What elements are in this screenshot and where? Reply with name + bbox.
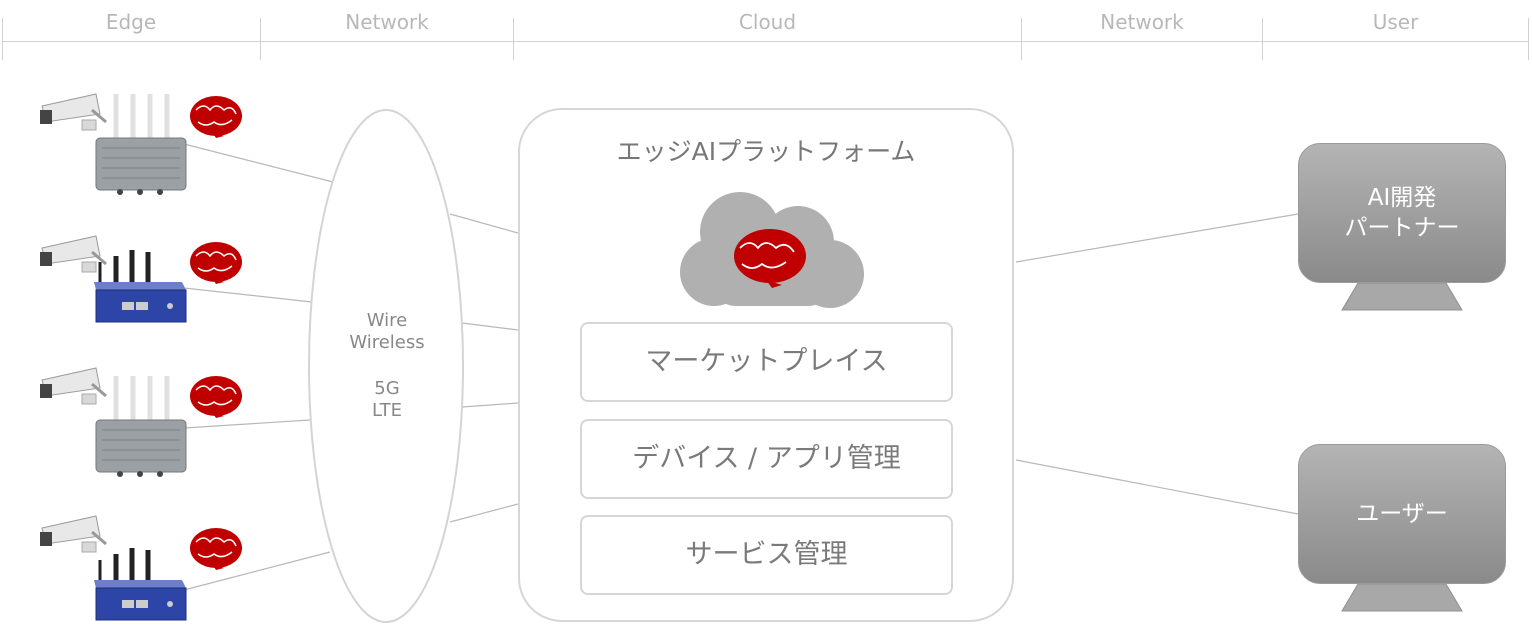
mini-pc-icon (94, 250, 187, 323)
brain-icon (734, 229, 806, 288)
network-label-wireless: Wireless (349, 332, 425, 353)
column-separator (1528, 18, 1529, 60)
network-label-wire: Wire (366, 310, 408, 331)
connector-line (1015, 213, 1299, 263)
user-label-line2: パートナー (1344, 215, 1460, 241)
column-separator (513, 18, 514, 60)
column-separator (2, 18, 3, 60)
connector-line (461, 402, 519, 408)
camera-icon (40, 367, 107, 405)
camera-icon (40, 515, 107, 553)
network-label-5g: 5G (374, 378, 400, 399)
monitor-icon-user: ユーザー (1298, 444, 1506, 584)
user-label-line1: AI開発 (1367, 185, 1437, 211)
column-header-edge: Edge (105, 10, 157, 34)
connector-line (461, 322, 519, 331)
column-header-network-right: Network (1100, 10, 1184, 34)
edge-device-4 (40, 515, 242, 621)
edge-device-1 (40, 93, 242, 195)
connector-line (449, 213, 519, 234)
brain-icon (190, 96, 242, 138)
connector-line (1015, 459, 1299, 515)
monitor-stand (1341, 283, 1463, 311)
column-separator (1262, 18, 1263, 60)
cloud-icon (680, 192, 864, 308)
platform-title: エッジAIプラットフォーム (616, 137, 916, 166)
column-header-cloud: Cloud (738, 10, 797, 34)
router-icon (95, 94, 187, 195)
connector-line (183, 287, 313, 303)
brain-icon (190, 376, 242, 418)
platform-item-device-app-management[interactable]: デバイス / アプリ管理 (580, 419, 953, 499)
column-separator (1021, 18, 1022, 60)
network-label-lte: LTE (372, 400, 402, 421)
header-divider (2, 41, 1528, 42)
connector-line (449, 503, 519, 523)
brain-icon (190, 242, 242, 284)
network-ellipse (308, 109, 464, 623)
router-icon (95, 376, 187, 477)
connector-line (183, 419, 311, 429)
mini-pc-icon (94, 548, 187, 621)
monitor-icon-ai-partner: AI開発 パートナー (1298, 143, 1506, 283)
platform-item-marketplace[interactable]: マーケットプレイス (580, 322, 953, 402)
edge-device-2 (40, 235, 242, 323)
monitor-stand (1341, 584, 1463, 612)
edge-device-3 (40, 367, 242, 477)
connector-line (183, 551, 331, 591)
column-separator (260, 18, 261, 60)
camera-icon (40, 235, 107, 273)
brain-icon (190, 528, 242, 570)
column-header-network-left: Network (345, 10, 429, 34)
column-header-user: User (1372, 10, 1419, 34)
platform-item-service-management[interactable]: サービス管理 (580, 515, 953, 595)
camera-icon (40, 93, 107, 131)
user-label: ユーザー (1356, 501, 1448, 527)
connector-line (183, 143, 334, 183)
